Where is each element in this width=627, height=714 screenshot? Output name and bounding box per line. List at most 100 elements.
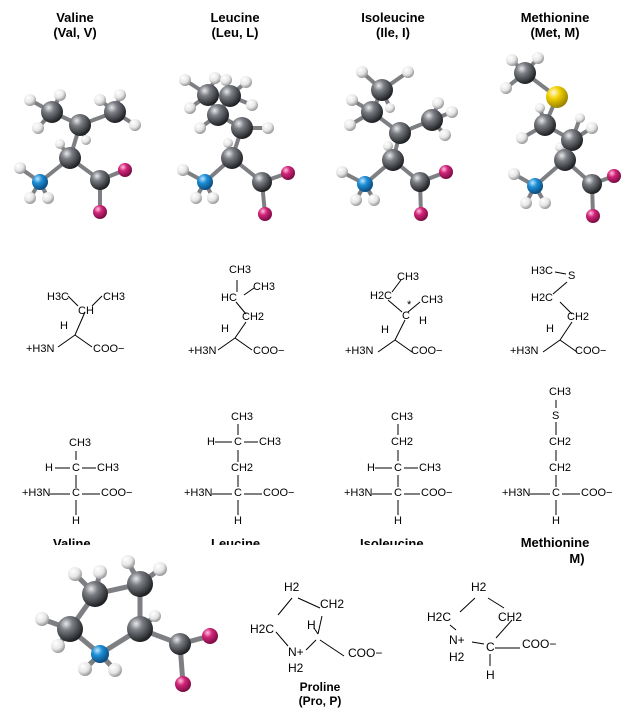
ile-c: C [402, 310, 410, 322]
val-f-ch3-right: CH3 [97, 462, 120, 474]
pro-f-coo: COO− [522, 637, 557, 651]
amino-acid-name: Valine [56, 10, 94, 25]
leucine-atoms [177, 72, 295, 221]
leu-carboxylate: COO− [253, 345, 285, 357]
pro-f-h2: H2 [449, 650, 465, 664]
val-ch3: CH3 [103, 291, 126, 303]
val-h: H [60, 320, 68, 332]
met-f-ch3: CH3 [549, 386, 572, 398]
cut-label-valine: Valine [53, 536, 91, 545]
met-f-h-bottom: H [552, 515, 560, 527]
ile-f-ch2: CH2 [391, 436, 414, 448]
fischer-projections [50, 400, 580, 515]
pro-f-h2-top: H2 [471, 580, 487, 594]
leucine-skeletal-bonds [217, 280, 255, 351]
met-f-s: S [552, 410, 560, 422]
leu-ch3-right: CH3 [253, 281, 276, 293]
pro-h: H [307, 618, 316, 632]
leucine-fischer-bonds [212, 424, 262, 515]
val-amine: +H3N [26, 343, 55, 355]
pro-f-h2c: H2C [427, 610, 452, 624]
ile-f-ch3-top: CH3 [391, 411, 414, 423]
leu-f-h-bottom: H [234, 515, 242, 527]
val-f-ch3-top: CH3 [69, 437, 92, 449]
proline-model [35, 555, 218, 692]
methionine-fischer-bonds [530, 400, 580, 515]
ile-amine: +H3N [345, 345, 374, 357]
proline-skeletal-bonds [275, 597, 345, 657]
val-f-c2: C [72, 487, 80, 499]
met-h: H [546, 323, 554, 335]
ile-star: * [407, 299, 412, 311]
met-h3c: H3C [531, 265, 554, 277]
methionine-atoms [500, 52, 621, 223]
isoleucine-fischer-bonds [372, 424, 420, 515]
leu-ch3-top: CH3 [229, 264, 252, 276]
valine-fischer-bonds [50, 451, 100, 515]
val-f-h-bottom: H [72, 515, 80, 527]
ile-carboxylate: COO− [411, 345, 443, 357]
cut-label-isoleucine: Isoleucine [360, 536, 424, 545]
leu-amine: +H3N [188, 345, 217, 357]
skeletal-formulas [57, 271, 578, 353]
met-f-c: C [552, 487, 560, 499]
proline-name: Proline (Pro, P) [298, 680, 342, 708]
met-f-ch2-b: CH2 [549, 462, 572, 474]
leu-f-c2: C [234, 487, 242, 499]
leu-f-h: H [207, 436, 215, 448]
leu-f-ch3-right: CH3 [259, 436, 282, 448]
cut-label-leucine: Leucine [211, 536, 261, 545]
met-f-ch2-a: CH2 [549, 436, 572, 448]
isoleucine-skeletal-bonds [377, 279, 421, 353]
ile-f-carboxylate: COO− [421, 487, 453, 499]
ile-f-h-bottom: H [394, 515, 402, 527]
pro-n: N+ [288, 645, 304, 659]
ile-h2c: H2C [370, 290, 393, 302]
ball-stick-models [14, 52, 621, 223]
leu-f-amine: +H3N [184, 487, 213, 499]
isoleucine-atoms [336, 66, 458, 221]
proline-fischer-bonds [449, 597, 520, 666]
val-f-c1: C [72, 462, 80, 474]
ile-f-h: H [367, 462, 375, 474]
leu-f-c1: C [234, 436, 242, 448]
met-h2c: H2C [531, 292, 554, 304]
header-leucine: Leucine (Leu, L) [190, 10, 280, 40]
pro-h2-bottom: H2 [288, 661, 304, 675]
amino-acid-abbr: (Ile, I) [376, 25, 410, 40]
ile-f-c2: C [394, 487, 402, 499]
leu-hc: HC [221, 292, 237, 304]
met-f-carboxylate: COO− [581, 487, 613, 499]
val-f-h: H [45, 462, 53, 474]
met-carboxylate: COO− [575, 345, 607, 357]
pro-h2-top: H2 [284, 580, 300, 594]
ile-f-c1: C [394, 462, 402, 474]
amino-acid-name: Isoleucine [361, 10, 425, 25]
header-methionine: Methionine (Met, M) [500, 10, 610, 40]
val-f-amine: +H3N [22, 487, 51, 499]
amino-acid-name: Methionine [520, 10, 590, 25]
cut-label-methionine: Methionine [520, 535, 590, 550]
amino-acid-name: Leucine [210, 10, 260, 25]
val-f-carboxylate: COO− [101, 487, 133, 499]
leu-f-carboxylate: COO− [263, 487, 295, 499]
met-amine: +H3N [510, 345, 539, 357]
proline-atoms [35, 555, 218, 692]
ile-h-right: H [419, 315, 427, 327]
pro-f-h: H [486, 668, 495, 682]
valine-atoms [14, 89, 141, 219]
val-h3c: H3C [47, 291, 70, 303]
amino-acid-abbr: (Met, M) [530, 25, 580, 40]
pro-f-ch2: CH2 [498, 610, 523, 624]
ile-f-amine: +H3N [344, 487, 373, 499]
header-isoleucine: Isoleucine (Ile, I) [343, 10, 443, 40]
ile-f-ch3-right: CH3 [419, 462, 442, 474]
leu-h: H [221, 323, 229, 335]
cut-label-methionine-abbr: M) [569, 551, 585, 566]
header-valine: Valine (Val, V) [30, 10, 120, 40]
pro-h2c: H2C [250, 622, 275, 636]
met-s: S [568, 270, 576, 282]
ile-h: H [381, 324, 389, 336]
leu-f-ch3-top: CH3 [231, 411, 254, 423]
pro-ch2: CH2 [320, 597, 345, 611]
